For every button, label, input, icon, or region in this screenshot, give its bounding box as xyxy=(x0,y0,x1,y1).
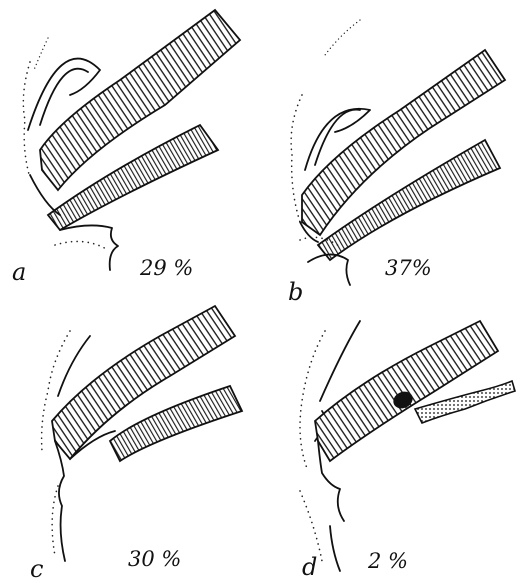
panel-a: 29 % a xyxy=(0,0,260,291)
panel-b-drawing xyxy=(260,0,520,291)
panel-d-letter: d xyxy=(302,553,317,581)
panel-a-drawing xyxy=(0,0,260,291)
panel-a-percent: 29 % xyxy=(140,256,193,280)
panel-c-drawing xyxy=(0,291,260,582)
panel-d: 2 % d xyxy=(260,291,520,582)
panel-d-drawing xyxy=(260,291,520,582)
panel-c: 30 % c xyxy=(0,291,260,582)
panel-c-letter: c xyxy=(30,555,43,583)
panel-c-percent: 30 % xyxy=(128,547,181,571)
panel-d-percent: 2 % xyxy=(368,549,408,573)
panel-b-percent: 37% xyxy=(385,256,432,280)
panel-b: 37% b xyxy=(260,0,520,291)
panel-a-letter: a xyxy=(12,258,26,286)
